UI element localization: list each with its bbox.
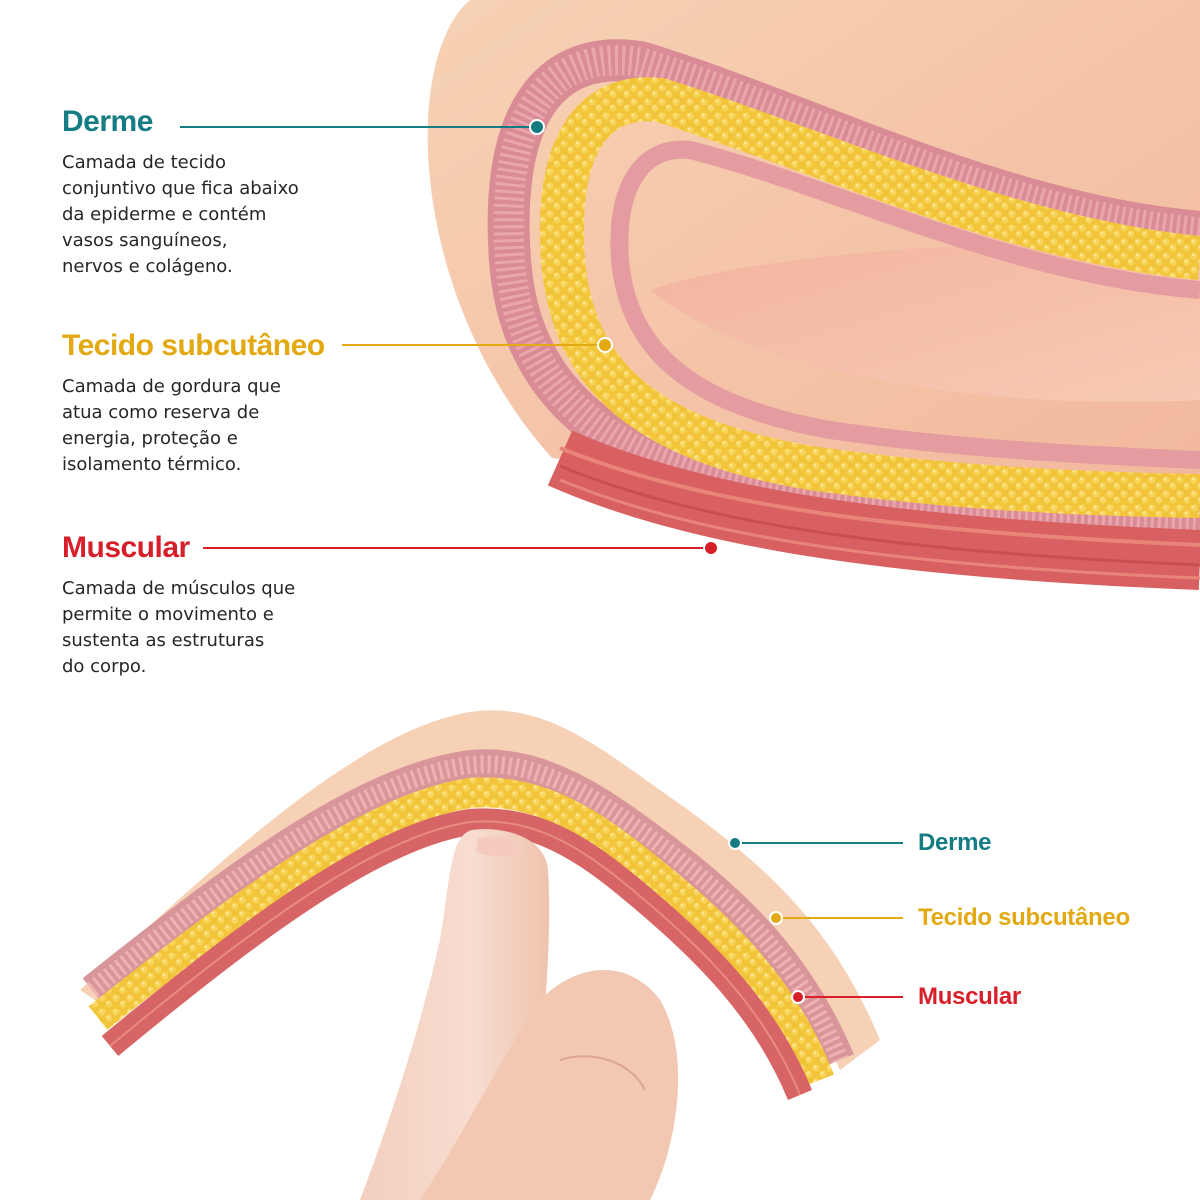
bottom-skin-arch bbox=[80, 710, 880, 1100]
top-fat-band bbox=[540, 77, 1200, 518]
text-line: da epiderme e contém bbox=[62, 204, 267, 225]
callout-subcutaneo-text: Camada de gordura que atua como reserva … bbox=[62, 374, 362, 478]
bottom-leader-lines bbox=[728, 836, 903, 1004]
text-line: vasos sanguíneos, bbox=[62, 230, 228, 251]
text-line: Camada de gordura que bbox=[62, 376, 281, 397]
text-line: conjuntivo que fica abaixo bbox=[62, 178, 299, 199]
callout-subcutaneo-title: Tecido subcutâneo bbox=[62, 329, 325, 362]
bottom-muscular-dot bbox=[791, 990, 805, 1004]
fingernail bbox=[476, 836, 524, 857]
top-skin-loop bbox=[427, 0, 1200, 590]
callout-derme-text: Camada de tecido conjuntivo que fica aba… bbox=[62, 150, 362, 280]
callout-derme: Derme Camada de tecido conjuntivo que fi… bbox=[62, 104, 362, 280]
callout-derme-title: Derme bbox=[62, 105, 153, 138]
text-line: Camada de tecido bbox=[62, 152, 227, 173]
bottom-label-muscular: Muscular bbox=[918, 983, 1021, 1010]
top-inner-cavity bbox=[650, 240, 1200, 402]
top-leader-lines bbox=[180, 119, 719, 556]
bottom-label-derme: Derme bbox=[918, 829, 992, 856]
text-line: energia, proteção e bbox=[62, 428, 238, 449]
text-line: sustenta as estruturas bbox=[62, 630, 265, 651]
derme-leader-dot bbox=[529, 119, 545, 135]
hand-illustration bbox=[360, 829, 679, 1200]
text-line: permite o movimento e bbox=[62, 604, 274, 625]
bottom-fat-band bbox=[88, 777, 834, 1086]
text-line: nervos e colágeno. bbox=[62, 256, 233, 277]
text-line: do corpo. bbox=[62, 656, 147, 677]
callout-muscular: Muscular Camada de músculos que permite … bbox=[62, 530, 362, 680]
callout-muscular-text: Camada de músculos que permite o movimen… bbox=[62, 576, 362, 680]
subcutaneo-leader-dot bbox=[597, 337, 613, 353]
palm bbox=[420, 970, 679, 1200]
callout-subcutaneo: Tecido subcutâneo Camada de gordura que … bbox=[62, 328, 362, 478]
top-muscle-band bbox=[547, 430, 1200, 590]
muscular-leader-dot bbox=[703, 540, 719, 556]
bottom-subcutaneo-dot bbox=[769, 911, 783, 925]
text-line: atua como reserva de bbox=[62, 402, 260, 423]
text-line: Camada de músculos que bbox=[62, 578, 296, 599]
text-line: isolamento térmico. bbox=[62, 454, 242, 475]
bottom-label-subcutaneo: Tecido subcutâneo bbox=[918, 904, 1130, 931]
bottom-derme-dot bbox=[728, 836, 742, 850]
callout-muscular-title: Muscular bbox=[62, 531, 190, 564]
top-inner-lining bbox=[610, 140, 1200, 469]
